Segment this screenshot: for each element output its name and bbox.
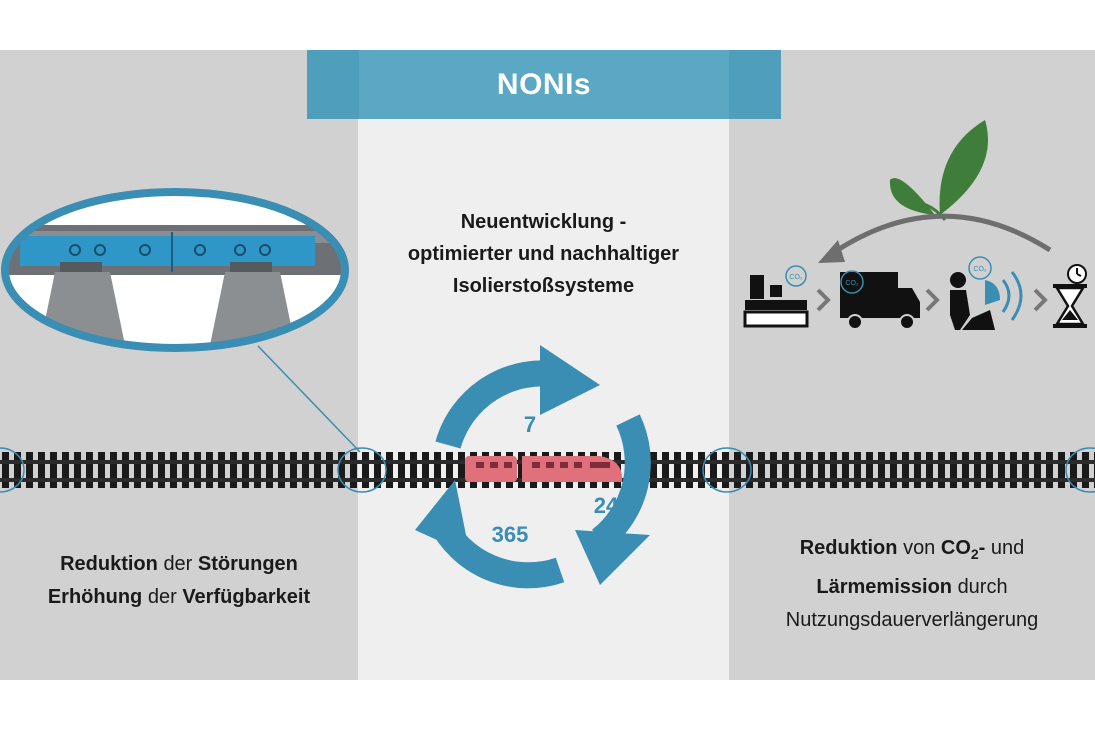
- page-title: NONIs: [496, 67, 592, 101]
- joint-marker: [702, 447, 752, 493]
- factory-icon: [743, 265, 809, 328]
- cycle-label-24: 24: [594, 493, 619, 518]
- co2-label: CO₂: [845, 280, 859, 287]
- leaf-icon: [889, 120, 988, 221]
- return-arrow: [828, 213, 1052, 258]
- title-banner: NONIs: [307, 50, 781, 119]
- center-heading: Neuentwicklung - optimierter und nachhal…: [407, 211, 680, 297]
- joint-marker: [0, 447, 25, 493]
- train: [465, 456, 622, 482]
- co2-label: CO₂: [789, 274, 803, 281]
- left-caption: Reduktion der Störungen Erhöhung der Ver…: [47, 553, 311, 608]
- joint-marker: [337, 447, 387, 493]
- joint-marker: [1065, 447, 1095, 493]
- right-panel: [729, 50, 1095, 680]
- cycle-label-7: 7: [524, 412, 536, 437]
- right-caption: Reduktion von CO2- und Lärmemission durc…: [785, 537, 1039, 631]
- hourglass-icon: [1053, 264, 1087, 328]
- cycle-label-365: 365: [492, 522, 529, 547]
- construction-worker-icon: [950, 256, 1023, 330]
- co2-label: CO₂: [973, 266, 987, 273]
- truck-icon: [840, 270, 920, 330]
- insulated-joint-magnifier: [1, 188, 361, 453]
- left-panel: [0, 50, 358, 680]
